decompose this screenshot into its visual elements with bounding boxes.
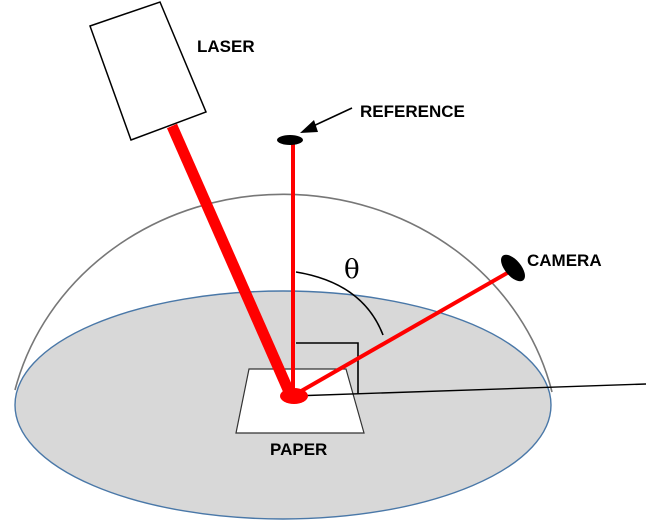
hemisphere-dome (14, 193, 553, 393)
reference-marker (277, 135, 303, 145)
laser-label: LASER (197, 37, 255, 56)
camera-beam (295, 270, 510, 396)
camera-device (501, 254, 525, 282)
reference-arrow-line (308, 107, 353, 129)
horizontal-reference-line (292, 383, 647, 397)
reference-arrow-head (300, 120, 318, 133)
camera-label: CAMERA (527, 251, 602, 270)
reference-label: REFERENCE (360, 102, 465, 121)
paper-label: PAPER (270, 440, 327, 459)
theta-label: θ (344, 255, 360, 285)
right-angle-marker (296, 342, 359, 394)
laser-device (89, 1, 207, 141)
theta-arc (295, 271, 384, 336)
laser-spot (280, 388, 308, 404)
laser-beam (166, 123, 296, 397)
